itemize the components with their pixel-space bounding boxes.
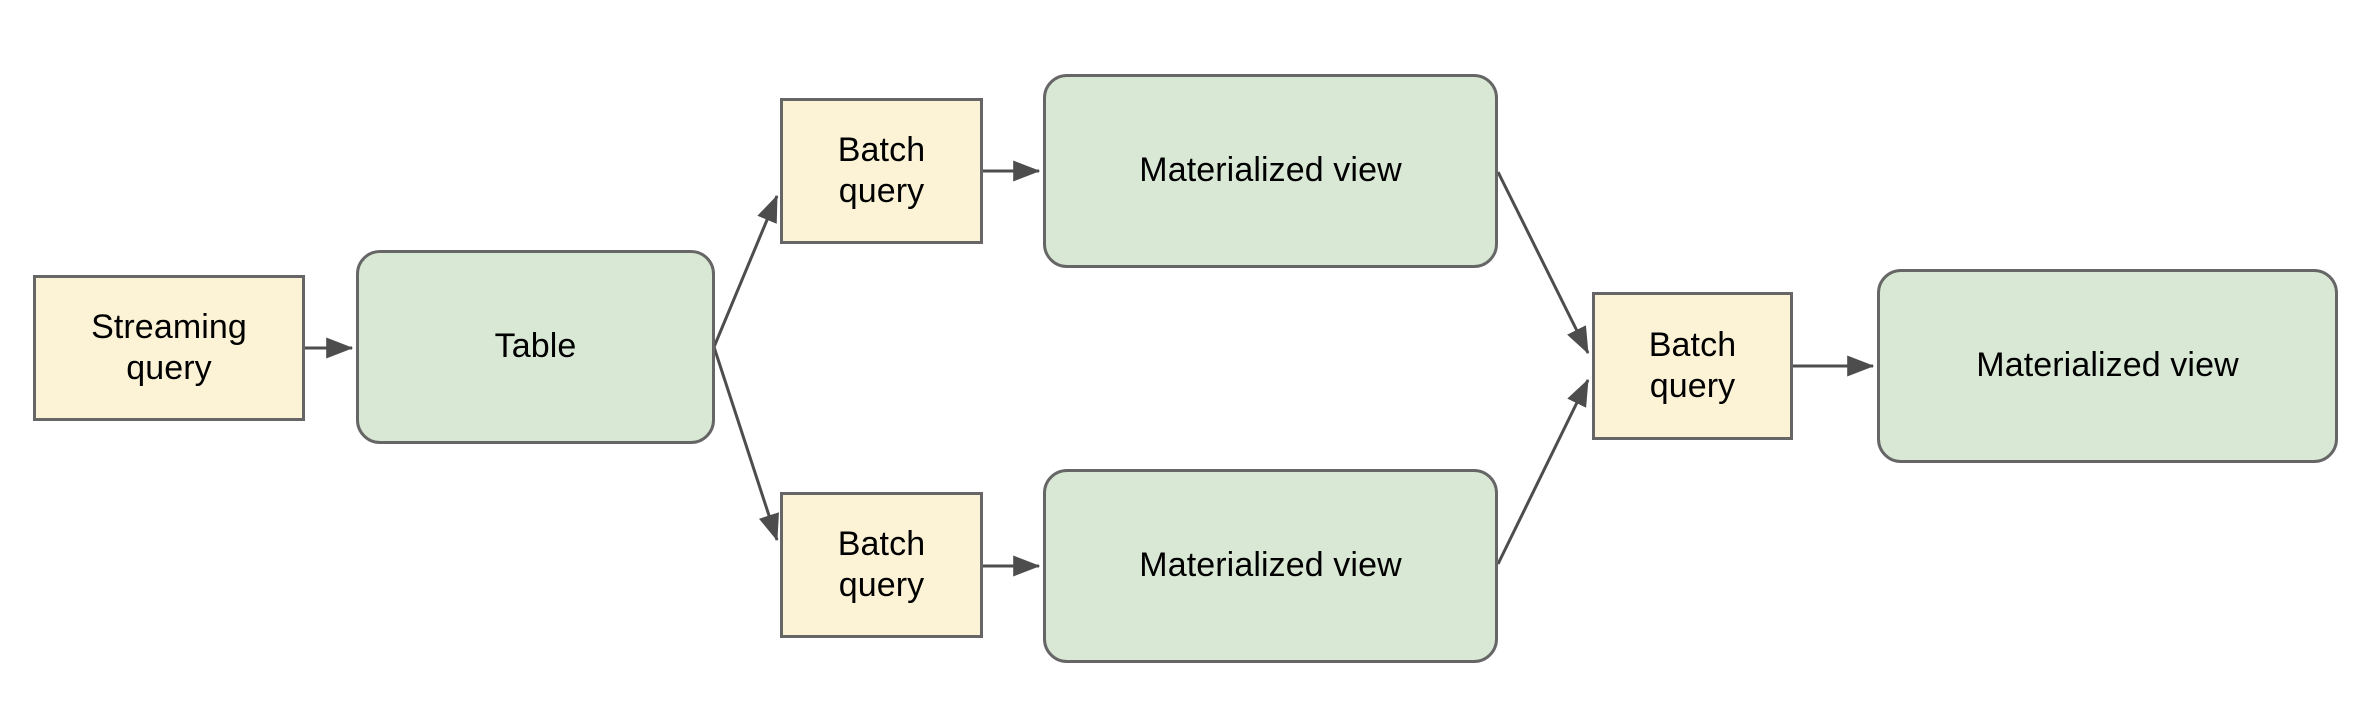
- edge-e4: [712, 346, 779, 542]
- node-materialized-view-bottom[interactable]: Materialized view: [1043, 469, 1498, 663]
- node-label: Table: [494, 327, 577, 366]
- edge-e6: [1496, 171, 1590, 355]
- edge-e7: [1496, 378, 1590, 565]
- node-batch-query-center[interactable]: Batch query: [1592, 292, 1793, 440]
- node-label: Batch query: [1648, 325, 1737, 405]
- node-label: Materialized view: [1139, 546, 1402, 585]
- node-streaming-query[interactable]: Streaming query: [33, 275, 305, 421]
- node-materialized-view-final[interactable]: Materialized view: [1877, 269, 2338, 463]
- edge-e2: [712, 194, 779, 348]
- node-materialized-view-top[interactable]: Materialized view: [1043, 74, 1498, 268]
- node-label: Materialized view: [1976, 346, 2239, 385]
- node-label: Batch query: [837, 130, 926, 210]
- node-batch-query-bottom[interactable]: Batch query: [780, 492, 983, 638]
- node-label: Materialized view: [1139, 151, 1402, 190]
- node-label: Batch query: [837, 524, 926, 604]
- node-table[interactable]: Table: [356, 250, 715, 444]
- node-batch-query-top[interactable]: Batch query: [780, 98, 983, 244]
- edge-group: [305, 160, 1875, 577]
- node-label: Streaming query: [91, 307, 247, 387]
